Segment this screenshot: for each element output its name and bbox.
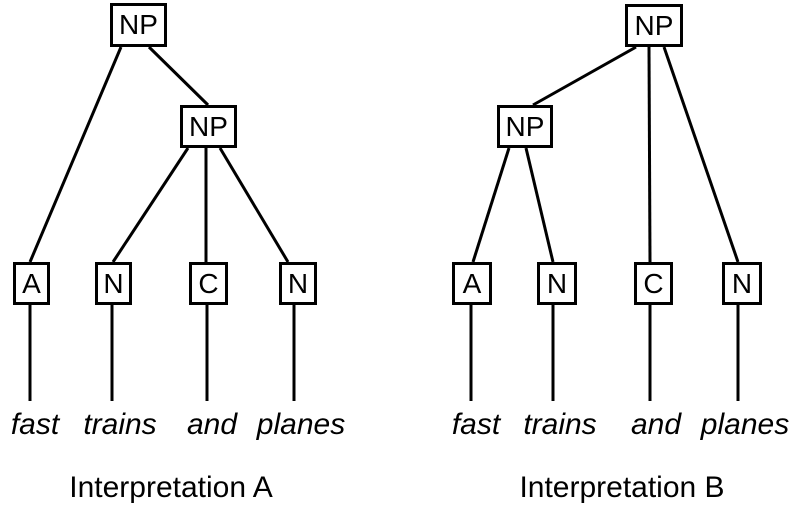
tree-b-branch-edge <box>647 46 652 263</box>
tree-a-caption: Interpretation A <box>69 471 273 504</box>
tree-a-branch-edge <box>147 45 210 107</box>
tree-a-node-leaf-c: C <box>189 262 228 305</box>
tree-a-node-leaf-a: A <box>13 262 50 305</box>
tree-a-node-np-inner: NP <box>180 105 237 148</box>
tree-a-word-planes: planes <box>256 408 346 441</box>
tree-b-branch-edge <box>524 147 555 263</box>
tree-a-node-np-root: NP <box>110 3 167 47</box>
tree-a-node-label-np-root: NP <box>119 9 158 40</box>
tree-b-node-np-inner: NP <box>497 105 553 148</box>
tree-a-branch-edge <box>28 46 123 263</box>
tree-b-caption: Interpretation B <box>519 471 725 504</box>
tree-b-node-label-leaf-n2: N <box>731 267 753 299</box>
tree-b-word-planes: planes <box>700 408 790 441</box>
tree-a-node-label-leaf-n2: N <box>287 267 309 299</box>
tree-a-word-trains: trains <box>83 408 157 441</box>
tree-b-node-leaf-a: A <box>452 262 492 305</box>
tree-b-node-leaf-n1: N <box>537 262 577 305</box>
tree-b-word-fast: fast <box>451 408 501 441</box>
tree-b-branch-edge <box>662 46 740 263</box>
tree-b-node-np-root: NP <box>625 4 683 47</box>
tree-b-node-label-leaf-a: A <box>462 267 482 299</box>
tree-a-node-label-leaf-a: A <box>22 267 41 299</box>
tree-b-branch-edge <box>471 147 511 263</box>
tree-a-branch-edge <box>218 147 290 263</box>
tree-b-node-label-leaf-c: C <box>643 267 664 299</box>
tree-a-node-label-np-inner: NP <box>189 110 228 142</box>
tree-a-branch-edge <box>111 147 190 263</box>
tree-b-branch-edge <box>532 45 637 107</box>
tree-a-word-fast: fast <box>10 408 60 441</box>
tree-b-word-and: and <box>630 408 682 441</box>
tree-b-word-trains: trains <box>523 408 597 441</box>
tree-a-word-and: and <box>186 408 238 441</box>
tree-a-node-label-leaf-c: C <box>198 267 219 299</box>
tree-b-node-label-np-root: NP <box>634 9 674 41</box>
tree-a-node-label-leaf-n1: N <box>103 267 124 299</box>
tree-a-node-leaf-n1: N <box>95 262 132 305</box>
tree-b-node-label-np-inner: NP <box>505 110 545 142</box>
tree-b-node-label-leaf-n1: N <box>546 267 568 299</box>
tree-a-node-leaf-n2: N <box>279 262 317 305</box>
tree-b-node-leaf-n2: N <box>722 262 762 305</box>
tree-b-node-leaf-c: C <box>634 262 673 305</box>
